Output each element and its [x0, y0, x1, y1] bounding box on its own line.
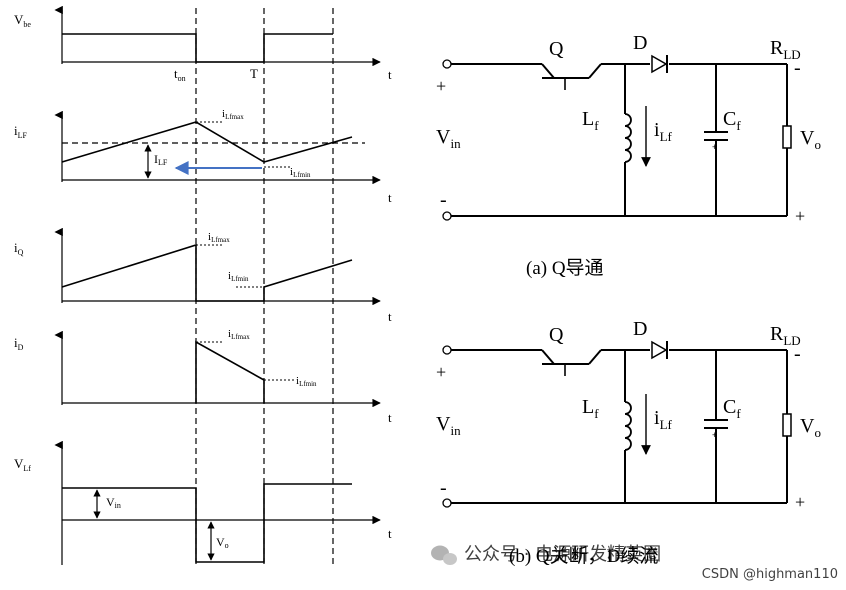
vbe-waveform — [62, 33, 333, 63]
b-input-minus: - — [440, 477, 447, 499]
b-label-Vo: Vo — [800, 415, 821, 440]
ilf-avg-label: ILF — [154, 152, 168, 167]
ilf-min-label: iLfmin — [290, 166, 311, 179]
a-q-collector — [541, 63, 555, 79]
a-q-emitter — [588, 63, 602, 79]
vlf-waveform — [62, 483, 352, 563]
iq-max-label: iLfmax — [208, 231, 230, 244]
b-label-iLf: iLf — [654, 407, 673, 432]
a-label-Lf: Lf — [582, 108, 599, 133]
id-min-label: iLfmin — [296, 375, 317, 388]
circuit-b: + Q D RLD Lf iLf Cf Vin Vo + - - + (b) Q… — [436, 318, 821, 567]
b-label-Vin: Vin — [436, 413, 461, 438]
b-input-terminal-bot — [442, 498, 452, 508]
b-output-plus: + — [795, 492, 805, 512]
b-input-terminal-top — [442, 345, 452, 355]
vin-step-label: Vin — [106, 495, 121, 510]
a-label-D: D — [633, 32, 647, 54]
a-input-terminal-top — [442, 59, 452, 69]
vbe-axis-label: Vbe — [14, 12, 31, 29]
iq-min-label: iLfmin — [228, 270, 249, 283]
wechat-icon — [431, 545, 457, 565]
b-q-collector — [541, 349, 555, 365]
iq-waveform — [61, 243, 353, 302]
circuit-a: + Q D RLD Lf iLf Cf Vin Vo + - - + (a) Q… — [436, 32, 821, 279]
waveform-labels: Vbe iLF iQ iD VLf t t t t t ton T iLfmax… — [14, 12, 392, 550]
a-input-plus: + — [436, 76, 446, 96]
b-label-RLD: RLD — [770, 323, 801, 348]
vlf-axis-label: VLf — [14, 456, 31, 473]
a-inductor — [624, 113, 632, 163]
csdn-watermark: CSDN @highman110 — [702, 567, 838, 582]
iq-t-label: t — [388, 309, 392, 324]
a-label-Q: Q — [549, 38, 564, 60]
ilf-t-label: t — [388, 190, 392, 205]
a-diode — [651, 54, 668, 74]
vlf-t-label: t — [388, 526, 392, 541]
a-label-Cf: Cf — [723, 108, 741, 133]
id-t-label: t — [388, 410, 392, 425]
b-label-Cf: Cf — [723, 396, 741, 421]
b-label-Lf: Lf — [582, 396, 599, 421]
wechat-watermark: 公众号 · 电源研发精英圈 — [464, 544, 661, 565]
b-q-emitter — [588, 349, 602, 365]
b-diode — [651, 340, 668, 360]
ton-label: ton — [174, 66, 186, 83]
a-capacitor: + — [704, 131, 728, 152]
id-axis-label: iD — [14, 335, 24, 352]
b-capacitor: + — [704, 419, 728, 440]
vo-step-label: Vo — [216, 535, 229, 550]
a-label-iLf: iLf — [654, 119, 673, 144]
b-output-minus: - — [794, 343, 801, 365]
a-label-Vin: Vin — [436, 126, 461, 151]
caption-a: (a) Q导通 — [526, 257, 604, 279]
ilf-waveform — [61, 121, 353, 163]
a-input-minus: - — [440, 189, 447, 211]
vbe-t-label: t — [388, 67, 392, 82]
b-label-Q: Q — [549, 324, 564, 346]
caption-b: (b) Q关断，D续流 — [509, 545, 658, 567]
id-max-label: iLfmax — [228, 328, 250, 341]
b-input-plus: + — [436, 362, 446, 382]
a-label-RLD: RLD — [770, 37, 801, 62]
b-label-D: D — [633, 318, 647, 340]
a-load-resistor — [782, 125, 792, 149]
a-input-terminal-bot — [442, 211, 452, 221]
svg-text:+: + — [712, 430, 717, 440]
b-load-resistor — [782, 413, 792, 437]
ilf-plot — [54, 110, 381, 185]
b-inductor — [624, 401, 632, 451]
ilf-axis-label: iLF — [14, 123, 28, 140]
id-plot — [54, 330, 381, 408]
svg-text:+: + — [712, 142, 717, 152]
T-label: T — [250, 66, 258, 81]
watermarks: 公众号 · 电源研发精英圈 CSDN @highman110 — [431, 544, 838, 582]
ilf-max-label: iLfmax — [222, 108, 244, 121]
a-output-plus: + — [795, 206, 805, 226]
id-waveform — [195, 340, 265, 403]
waveforms-panel — [54, 5, 381, 568]
vlf-plot — [54, 440, 381, 565]
a-label-Vo: Vo — [800, 127, 821, 152]
iq-axis-label: iQ — [14, 240, 24, 257]
iq-plot — [54, 227, 381, 306]
vbe-plot — [54, 5, 381, 67]
a-output-minus: - — [794, 57, 801, 79]
